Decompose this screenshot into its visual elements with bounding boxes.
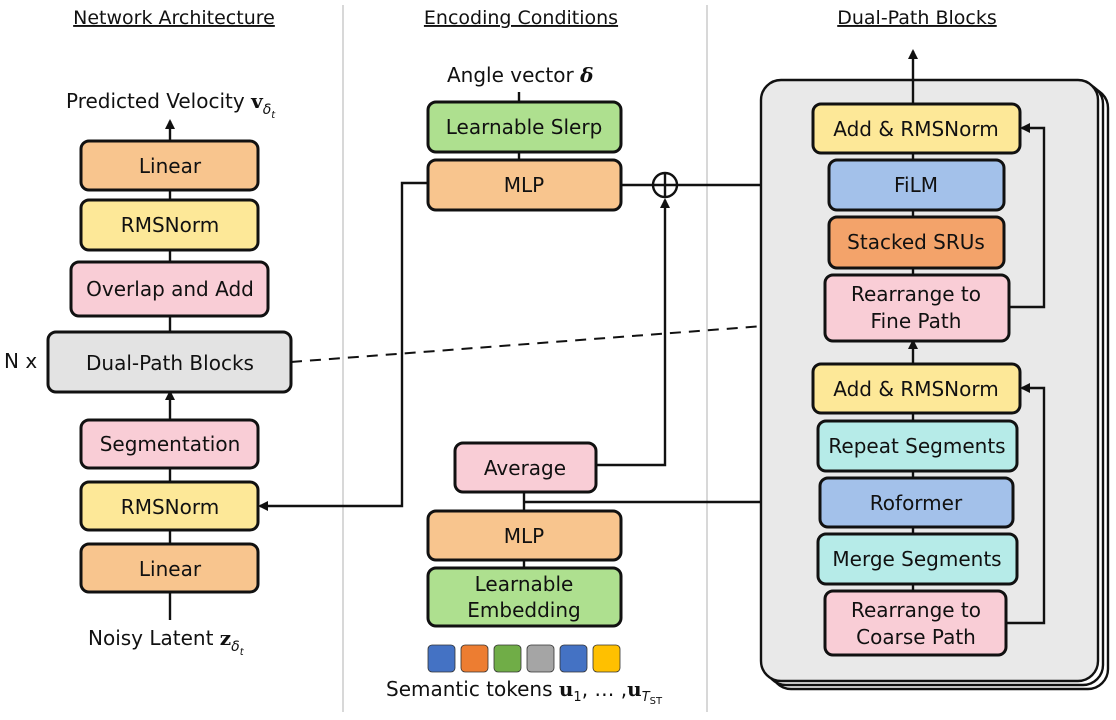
block-label: Linear [139, 154, 202, 178]
header-encoding-conditions: Encoding Conditions [424, 7, 618, 29]
block-label: Stacked SRUs [847, 230, 985, 254]
block-linear-bottom: Linear [79, 542, 260, 594]
block-dual-path-blocks: Dual-Path Blocks [46, 330, 293, 394]
predicted-velocity-label: Predicted Velocity vδt [66, 89, 276, 121]
block-segmentation: Segmentation [79, 418, 260, 470]
block-label: Fine Path [871, 309, 962, 333]
block-add-rmsnorm-bottom: Add & RMSNorm [811, 362, 1022, 415]
block-average: Average [453, 441, 598, 494]
block-label: Repeat Segments [828, 434, 1005, 458]
block-label: Add & RMSNorm [833, 117, 998, 141]
semantic-tokens-label: Semantic tokens u1, … ,uTST [386, 677, 663, 707]
block-label: Rearrange to [851, 282, 981, 306]
block-label: Embedding [467, 598, 580, 622]
block-repeat-segments: Repeat Segments [816, 419, 1019, 473]
block-learnable-embedding: Learnable Embedding [426, 566, 623, 628]
block-label: RMSNorm [121, 495, 219, 519]
block-label: MLP [504, 524, 544, 548]
dual-path-pointer-dashed [290, 323, 791, 363]
semantic-token-square [427, 644, 456, 673]
network-architecture: Predicted Velocity vδt Linear RMSNorm Ov… [4, 89, 293, 658]
block-label: Average [484, 456, 566, 480]
block-label: Overlap and Add [86, 277, 254, 301]
block-film: FiLM [827, 158, 1006, 212]
header-network-architecture: Network Architecture [73, 7, 275, 29]
noisy-latent-label: Noisy Latent zδt [88, 626, 245, 658]
condition-to-rmsnorm-arrow [258, 181, 428, 511]
block-label: FiLM [894, 173, 938, 197]
block-mlp-bottom: MLP [426, 509, 623, 562]
repeat-count-label: N x [4, 349, 37, 373]
block-label: MLP [504, 173, 544, 197]
residual-coarse-path-arrow [1006, 383, 1046, 625]
angle-vector-label: Angle vector δ [447, 63, 593, 87]
semantic-token-square [559, 644, 588, 673]
block-rmsnorm-top: RMSNorm [79, 198, 260, 252]
block-rearrange-fine-path: Rearrange to Fine Path [823, 273, 1011, 343]
block-rearrange-coarse-path: Rearrange to Coarse Path [823, 589, 1008, 657]
block-label: Add & RMSNorm [833, 377, 998, 401]
block-label: Coarse Path [856, 625, 976, 649]
header-dual-path-blocks: Dual-Path Blocks [837, 7, 997, 29]
block-label: Merge Segments [832, 547, 1001, 571]
sum-node [651, 171, 679, 199]
block-roformer: Roformer [818, 476, 1015, 529]
block-label: Roformer [870, 491, 963, 515]
block-rmsnorm-bottom: RMSNorm [79, 480, 260, 532]
block-label: Linear [139, 557, 202, 581]
semantic-token-row [427, 644, 621, 673]
block-learnable-slerp: Learnable Slerp [426, 100, 623, 154]
block-add-rmsnorm-top: Add & RMSNorm [811, 102, 1022, 155]
average-to-sum-arrow [596, 198, 670, 467]
block-merge-segments: Merge Segments [816, 532, 1019, 586]
block-linear-top: Linear [79, 139, 260, 192]
semantic-token-square [493, 644, 522, 673]
block-overlap-and-add: Overlap and Add [69, 260, 270, 318]
block-label: Rearrange to [851, 598, 981, 622]
block-label: RMSNorm [121, 213, 219, 237]
encoding-conditions: Angle vector δ Learnable Slerp MLP Avera… [258, 63, 828, 707]
block-label: Segmentation [100, 432, 241, 456]
semantic-token-square [526, 644, 555, 673]
block-label: Learnable [475, 572, 574, 596]
semantic-token-square [460, 644, 489, 673]
block-mlp-top: MLP [426, 158, 623, 212]
block-stacked-srus: Stacked SRUs [827, 215, 1006, 270]
block-label: Dual-Path Blocks [86, 351, 254, 375]
dual-path-blocks-panel: Add & RMSNorm FiLM Stacked SRUs Rearrang… [759, 49, 1110, 691]
residual-fine-path-arrow [1009, 123, 1046, 309]
block-label: Learnable Slerp [446, 115, 603, 139]
semantic-token-square [592, 644, 621, 673]
